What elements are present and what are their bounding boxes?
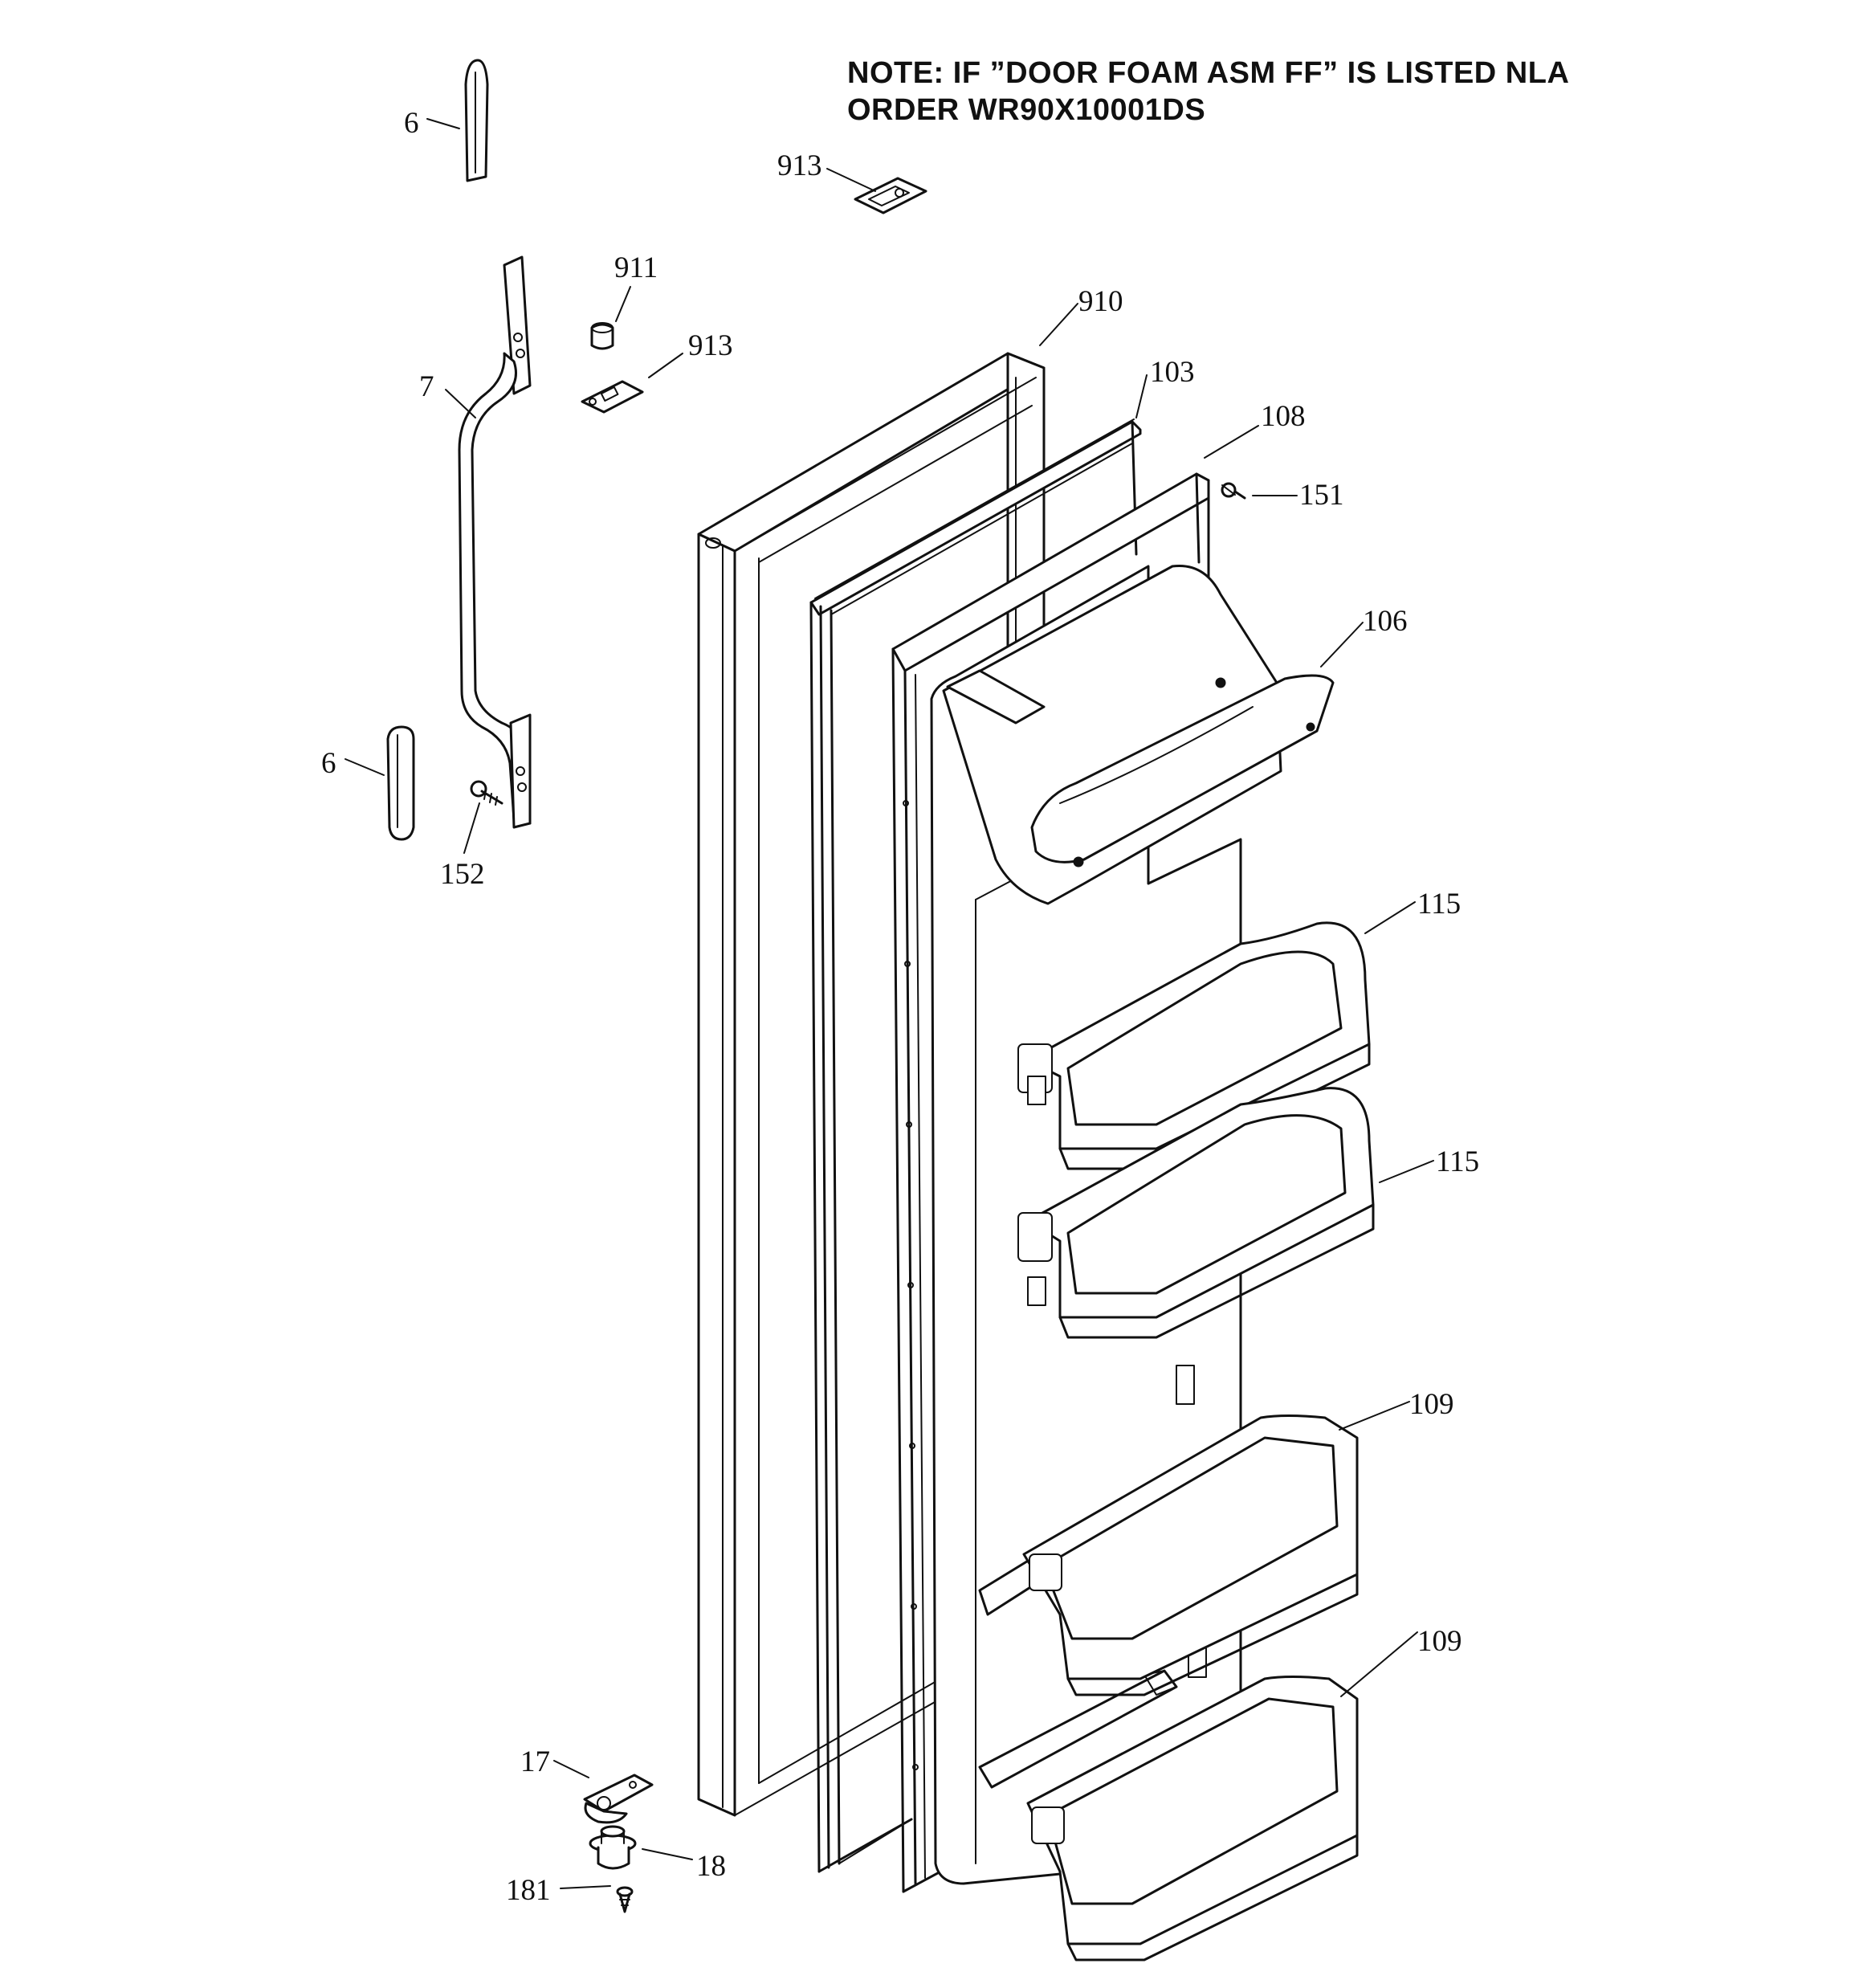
dairy-door-106 <box>942 564 1335 905</box>
callout-103: 103 <box>1150 356 1195 389</box>
callout-6-bottom: 6 <box>321 747 336 780</box>
door-bin-109-lower <box>1026 1676 1359 1961</box>
handle-cap-6-bottom <box>386 725 415 841</box>
note-line-2: ORDER WR90X10001DS <box>847 93 1206 127</box>
plug-911 <box>590 322 614 350</box>
callout-108: 108 <box>1261 400 1306 433</box>
callout-911: 911 <box>614 251 658 284</box>
door-gasket-103 <box>809 418 1142 1873</box>
hinge-cover-913-lower <box>581 380 644 414</box>
bushing-18 <box>589 1825 637 1870</box>
door-handle-7 <box>458 255 532 829</box>
shelf-bin-115-upper <box>1017 921 1371 1170</box>
callout-6-top: 6 <box>404 107 419 140</box>
callout-181: 181 <box>506 1874 551 1907</box>
callout-109-lower: 109 <box>1417 1625 1462 1658</box>
hinge-cover-913-upper <box>854 177 927 214</box>
callout-106: 106 <box>1363 605 1408 638</box>
door-bin-109-upper <box>1022 1414 1359 1696</box>
shelf-bin-115-lower <box>1017 1087 1375 1339</box>
callout-7: 7 <box>419 370 434 403</box>
note-line-1: NOTE: IF ”DOOR FOAM ASM FF” IS LISTED NL… <box>847 56 1570 90</box>
callout-17: 17 <box>520 1745 550 1778</box>
handle-cap-6-top <box>464 59 489 182</box>
callout-115-lower: 115 <box>1436 1145 1479 1178</box>
callout-109-upper: 109 <box>1409 1388 1454 1421</box>
hinge-17 <box>583 1774 654 1824</box>
callout-18: 18 <box>696 1850 726 1883</box>
door-frame-910 <box>697 352 1046 1817</box>
callout-115-upper: 115 <box>1417 888 1461 921</box>
callout-910: 910 <box>1078 285 1123 318</box>
callout-913-lower: 913 <box>688 329 733 362</box>
parts-note: NOTE: IF ”DOOR FOAM ASM FF” IS LISTED NL… <box>847 55 1569 129</box>
callout-151: 151 <box>1299 479 1344 512</box>
screw-181 <box>616 1886 634 1913</box>
screw-151 <box>1221 482 1246 500</box>
callout-913-upper: 913 <box>777 149 822 182</box>
callout-labels: 6 913 911 913 7 910 103 108 151 106 6 15… <box>321 107 1479 1907</box>
leader-lines <box>344 118 1434 1889</box>
screw-152 <box>470 780 503 806</box>
callout-152: 152 <box>440 858 485 891</box>
